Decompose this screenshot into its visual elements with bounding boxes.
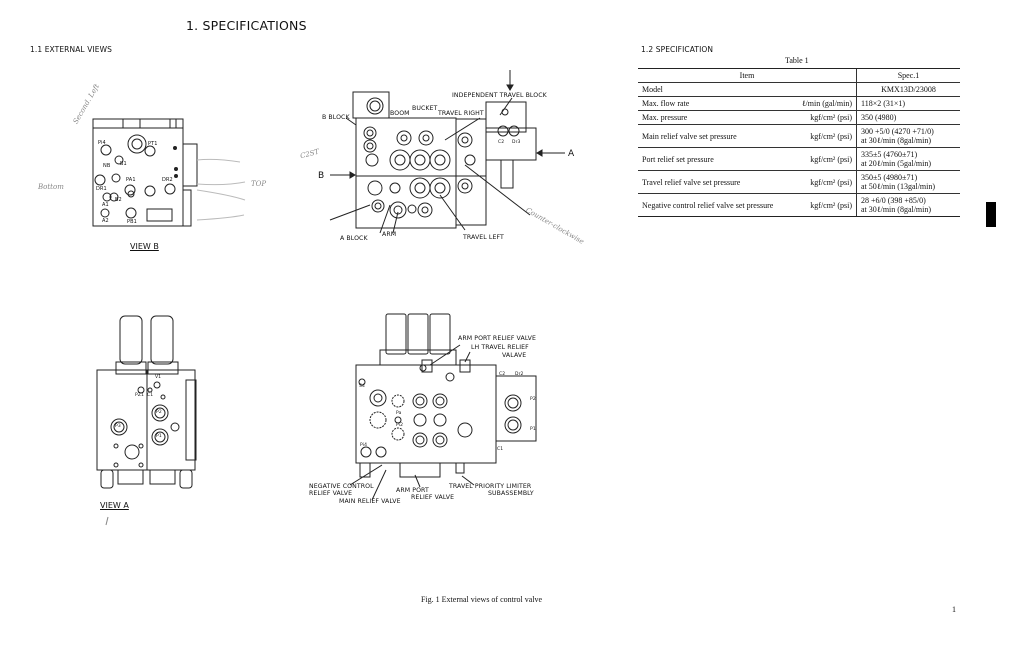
port-label-dr3: Dr3 bbox=[512, 140, 521, 145]
table-caption: Table 1 bbox=[785, 56, 809, 65]
row-value: 118×2 (31×1) bbox=[856, 96, 960, 111]
port-label: P1 bbox=[530, 427, 536, 432]
page-tab-marker bbox=[986, 202, 996, 227]
port-label: P1 bbox=[156, 434, 162, 439]
port-label: A2 bbox=[102, 218, 109, 224]
port-label: PA1 bbox=[126, 177, 136, 183]
row-value-condition: at 20ℓ/min (5gal/min) bbox=[861, 159, 932, 168]
row-item: Port relief set pressure bbox=[642, 154, 714, 164]
row-value: 335±5 (4760±71) bbox=[861, 150, 918, 159]
port-label-c2: C2 bbox=[498, 140, 505, 145]
label-travel-left: TRAVEL LEFT bbox=[463, 234, 504, 241]
row-unit: ℓ/min (gal/min) bbox=[801, 99, 852, 108]
label-independent-travel-block: INDEPENDENT TRAVEL BLOCK bbox=[452, 92, 547, 99]
port-label: PT1 bbox=[148, 141, 158, 147]
port-label: C1 bbox=[147, 393, 154, 398]
table-header-row: Item Spec.1 bbox=[638, 68, 960, 83]
table-row: Port relief set pressure kgf/cm² (psi) 33… bbox=[638, 147, 960, 171]
label-b-block: B BLOCK bbox=[322, 114, 350, 121]
row-unit: kgf/cm² (psi) bbox=[810, 131, 852, 141]
label-arm-port-relief-valve-top: ARM PORT RELIEF VALVE bbox=[458, 335, 537, 342]
port-label: Pi2 bbox=[396, 423, 404, 428]
arrow-label-b: B bbox=[318, 171, 325, 181]
handwritten-note: Bottom bbox=[38, 183, 64, 191]
row-unit: kgf/cm² (psi) bbox=[810, 177, 852, 187]
label-arm-port-line1: ARM PORT bbox=[396, 487, 429, 494]
port-label: PB1 bbox=[127, 219, 137, 225]
label-travel-priority-line2: SUBASSEMBLY bbox=[488, 490, 534, 497]
row-value-condition: at 30ℓ/min (8gal/min) bbox=[861, 136, 932, 145]
row-value-condition: at 30ℓ/min (8gal/min) bbox=[861, 205, 932, 214]
row-value: KMX13D/23008 bbox=[856, 82, 960, 97]
port-label: B2 bbox=[115, 197, 122, 203]
port-label: V1 bbox=[155, 375, 162, 380]
label-negative-control-line2: RELIEF VALVE bbox=[309, 490, 353, 497]
port-label: Dr2 bbox=[515, 372, 524, 377]
label-negative-control-line1: NEGATIVE CONTROL bbox=[309, 483, 374, 490]
handwritten-note: TOP bbox=[251, 180, 267, 188]
port-label: Pa bbox=[396, 411, 402, 416]
view-a-label: VIEW A bbox=[100, 501, 129, 510]
port-label: NB bbox=[103, 163, 111, 169]
port-label: B1 bbox=[120, 161, 127, 167]
port-label: A1 bbox=[102, 202, 109, 208]
row-value: 350±5 (4980±71) bbox=[861, 173, 918, 182]
page-number: 1 bbox=[952, 605, 956, 614]
row-unit: kgf/cm² (psi) bbox=[810, 113, 852, 122]
row-unit: kgf/cm² (psi) bbox=[810, 200, 852, 210]
label-travel-priority-line1: TRAVEL PRIORITY LIMITER bbox=[449, 483, 532, 490]
row-value: 300 +5/0 (4270 +71/0) bbox=[861, 127, 934, 136]
row-item: Negative control relief valve set pressu… bbox=[642, 200, 774, 210]
port-label: P2 bbox=[530, 397, 536, 402]
figure-caption: Fig. 1 External views of control valve bbox=[421, 595, 543, 604]
section-heading-specification: 1.2 SPECIFICATION bbox=[641, 45, 714, 54]
column-header-item: Item bbox=[638, 68, 857, 83]
port-label: P2 bbox=[156, 410, 162, 415]
label-lh-travel-relief-line2: VALAVE bbox=[502, 352, 527, 359]
page-title: 1. SPECIFICATIONS bbox=[186, 18, 307, 33]
label-main-relief-valve: MAIN RELIEF VALVE bbox=[339, 498, 401, 505]
label-arm: ARM bbox=[382, 231, 397, 238]
label-bucket: BUCKET bbox=[412, 105, 438, 112]
arrow-label-a: A bbox=[568, 149, 575, 159]
row-unit: kgf/cm² (psi) bbox=[810, 154, 852, 164]
port-label: DR2 bbox=[162, 177, 173, 183]
specification-table: Item Spec.1 Model KMX13D/23008 Max. flow… bbox=[638, 68, 960, 217]
port-label: Pi4 bbox=[98, 140, 106, 146]
table-row: Travel relief valve set pressure kgf/cm² … bbox=[638, 170, 960, 194]
port-label: Pi4 bbox=[360, 443, 368, 448]
label-a-block: A BLOCK bbox=[340, 235, 368, 242]
label-lh-travel-relief-line1: LH TRAVEL RELIEF bbox=[471, 344, 529, 351]
port-label: C2 bbox=[499, 372, 506, 377]
view-b-label: VIEW B bbox=[130, 242, 159, 251]
table-row: Model KMX13D/23008 bbox=[638, 82, 960, 97]
table-row: Max. flow rate ℓ/min (gal/min) 118×2 (31×… bbox=[638, 96, 960, 111]
column-header-spec: Spec.1 bbox=[856, 68, 960, 83]
label-arm-port-line2: RELIEF VALVE bbox=[411, 494, 455, 501]
table-row: Negative control relief valve set pressu… bbox=[638, 193, 960, 217]
section-heading-external-views: 1.1 EXTERNAL VIEWS bbox=[30, 45, 112, 54]
row-item: Max. pressure bbox=[642, 113, 688, 122]
port-label: DR1 bbox=[96, 186, 107, 192]
row-value-condition: at 50ℓ/min (13gal/min) bbox=[861, 182, 936, 191]
row-item: Model bbox=[642, 85, 663, 94]
row-item: Max. flow rate bbox=[642, 99, 690, 108]
port-label: PZ1 bbox=[135, 393, 144, 398]
row-item: Travel relief valve set pressure bbox=[642, 177, 741, 187]
row-value: 28 +6/0 (398 +85/0) bbox=[861, 196, 926, 205]
table-row: Max. pressure kgf/cm² (psi) 350 (4980) bbox=[638, 110, 960, 125]
table-row: Main relief valve set pressure kgf/cm² (p… bbox=[638, 124, 960, 148]
label-travel-right: TRAVEL RIGHT bbox=[438, 110, 484, 117]
label-boom: BOOM bbox=[390, 110, 410, 117]
row-item: Main relief valve set pressure bbox=[642, 131, 737, 141]
port-label: P3 bbox=[115, 424, 121, 429]
port-label: S4 bbox=[359, 384, 365, 389]
port-label: C1 bbox=[497, 447, 504, 452]
row-value: 350 (4980) bbox=[856, 110, 960, 125]
